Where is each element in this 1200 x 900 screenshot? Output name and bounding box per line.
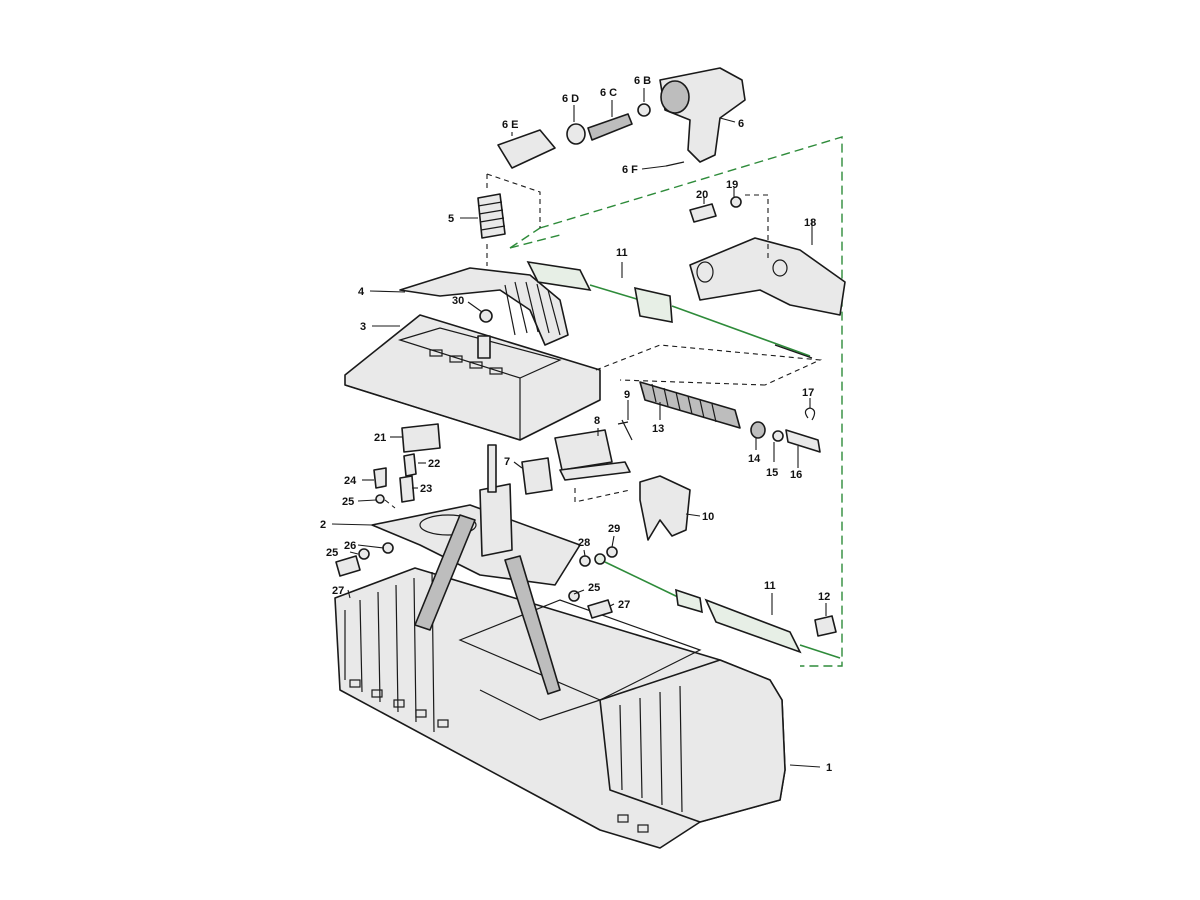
leader-lines xyxy=(331,88,827,768)
callout-21: 21 xyxy=(374,432,386,444)
callout-6: 6 xyxy=(738,118,744,130)
callout-23: 23 xyxy=(420,483,432,495)
part-screw-9 xyxy=(617,419,633,441)
callout-1: 1 xyxy=(826,762,832,774)
part-shift-gate-cover xyxy=(399,267,569,346)
callout-25b: 25 xyxy=(326,547,338,559)
part-nuts xyxy=(479,309,618,567)
callout-27b: 27 xyxy=(618,599,630,611)
part-detent-plate xyxy=(639,475,691,541)
part-bolt-washer xyxy=(689,196,742,223)
callout-6e: 6 E xyxy=(502,119,519,131)
assembly-guide-lines xyxy=(384,173,823,509)
callout-15: 15 xyxy=(766,467,778,479)
callout-6f: 6 F xyxy=(622,164,638,176)
part-shifter-cover xyxy=(344,314,601,441)
callout-7: 7 xyxy=(504,456,510,468)
callout-2: 2 xyxy=(320,519,326,531)
callout-11-upper: 11 xyxy=(616,247,628,259)
callout-4: 4 xyxy=(358,286,365,298)
green-guide-frame xyxy=(509,136,843,667)
callout-27a: 27 xyxy=(332,585,344,597)
callout-28: 28 xyxy=(578,537,590,549)
callout-22: 22 xyxy=(428,458,440,470)
callout-20: 20 xyxy=(696,189,708,201)
part-end-fitting xyxy=(814,615,837,637)
part-switch-connector xyxy=(521,429,631,495)
callout-17: 17 xyxy=(802,387,814,399)
callout-11-lower: 11 xyxy=(764,580,776,592)
callout-19: 19 xyxy=(726,179,738,191)
part-cable-lower xyxy=(594,553,841,659)
callout-6b: 6 B xyxy=(634,75,651,87)
callout-30: 30 xyxy=(452,295,464,307)
callout-6c: 6 C xyxy=(600,87,617,99)
callout-10: 10 xyxy=(702,511,714,523)
callout-6d: 6 D xyxy=(562,93,579,105)
callout-14: 14 xyxy=(748,453,761,465)
callout-8: 8 xyxy=(594,415,600,427)
callout-12: 12 xyxy=(818,591,830,603)
callout-18: 18 xyxy=(804,217,816,229)
callout-26: 26 xyxy=(344,540,356,552)
part-boot xyxy=(639,381,741,429)
callout-25c: 25 xyxy=(588,582,600,594)
callout-9: 9 xyxy=(624,389,630,401)
part-pin-assembly xyxy=(750,407,821,453)
callout-13: 13 xyxy=(652,423,664,435)
part-support-bracket xyxy=(689,237,846,316)
part-small-hardware xyxy=(335,423,613,619)
callout-25a: 25 xyxy=(342,496,354,508)
callout-24: 24 xyxy=(344,475,357,487)
part-cable-upper xyxy=(526,260,813,359)
part-mounting-bracket xyxy=(371,444,581,695)
part-sleeve xyxy=(477,193,506,239)
callout-5: 5 xyxy=(448,213,454,225)
callout-3: 3 xyxy=(360,321,366,333)
part-shift-knob xyxy=(497,67,746,169)
callout-29: 29 xyxy=(608,523,620,535)
callout-16: 16 xyxy=(790,469,802,481)
callout-labels: 1 2 3 4 5 6 6 B 6 C 6 D 6 E 6 F 7 8 9 10… xyxy=(320,75,832,774)
